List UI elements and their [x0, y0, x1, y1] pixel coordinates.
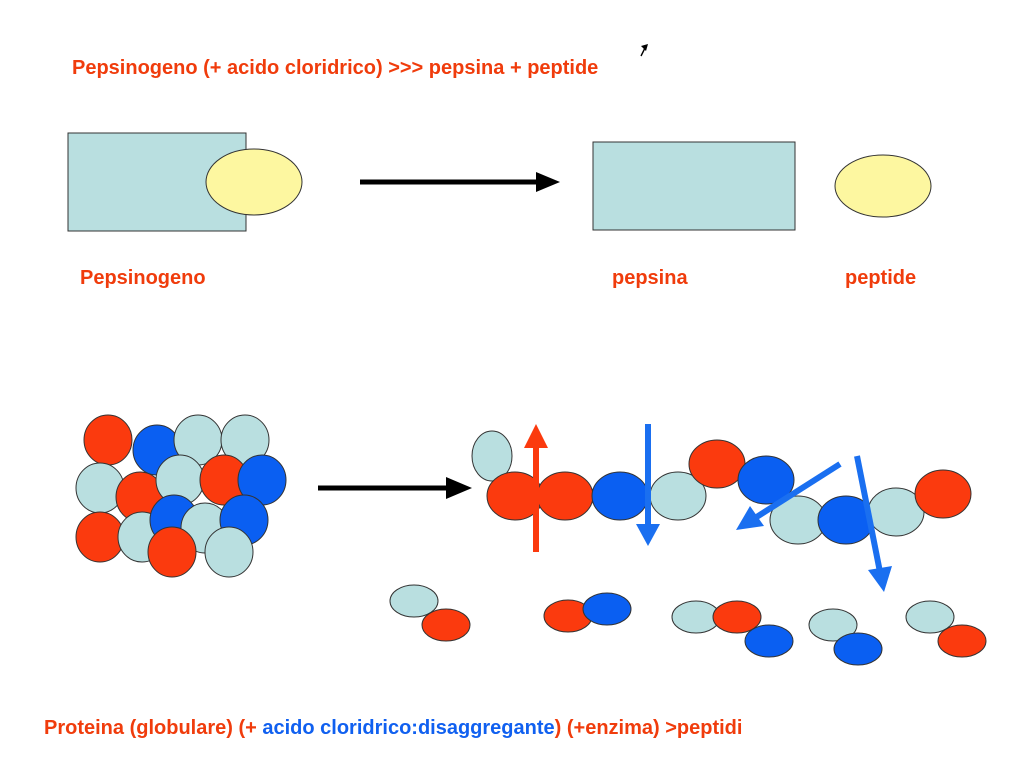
reaction-arrow-bottom — [318, 477, 472, 499]
acid-arrow-up — [524, 424, 548, 552]
peptide-shape — [834, 154, 932, 218]
reaction-arrow-top — [360, 172, 560, 192]
top-equation: Pepsinogeno (+ acido cloridrico) >>> pep… — [72, 58, 598, 78]
peptide-fragment-5 — [905, 600, 987, 658]
pepsinogeno-shape — [67, 132, 303, 232]
eq-acid-clause: (+ acido cloridrico) — [203, 57, 383, 79]
eq-reactant: Pepsinogeno — [72, 57, 198, 79]
bottom-eq-part-1: Proteina (globulare) (+ — [44, 717, 263, 739]
bottom-equation: Proteina (globulare) (+ acido cloridrico… — [44, 718, 742, 738]
label-pepsinogeno: Pepsinogeno — [80, 267, 206, 289]
bottom-eq-part-3: ) (+enzima) >peptidi — [554, 717, 743, 739]
peptide-fragment-1 — [389, 584, 471, 642]
unfolded-protein-chain — [471, 430, 972, 545]
peptide-fragment-3 — [671, 600, 794, 658]
bottom-eq-acid-disaggregante: acido cloridrico:disaggregante — [262, 717, 555, 739]
label-pepsina: pepsina — [612, 267, 688, 289]
label-peptide: peptide — [845, 267, 917, 289]
enzyme-arrow-2 — [736, 461, 842, 530]
eq-product-pepsina: pepsina — [428, 57, 505, 79]
eq-product-peptide: peptide — [527, 57, 599, 79]
globular-protein-cluster — [75, 414, 287, 578]
cursor-icon — [640, 44, 648, 57]
enzyme-arrow-3 — [854, 455, 892, 592]
eq-arrow: >>> — [388, 57, 424, 79]
pepsina-shape — [592, 141, 796, 231]
peptide-fragment-4 — [808, 608, 883, 666]
peptide-fragment-2 — [543, 592, 632, 633]
eq-plus: + — [509, 57, 522, 79]
enzyme-arrow-1 — [636, 424, 660, 546]
